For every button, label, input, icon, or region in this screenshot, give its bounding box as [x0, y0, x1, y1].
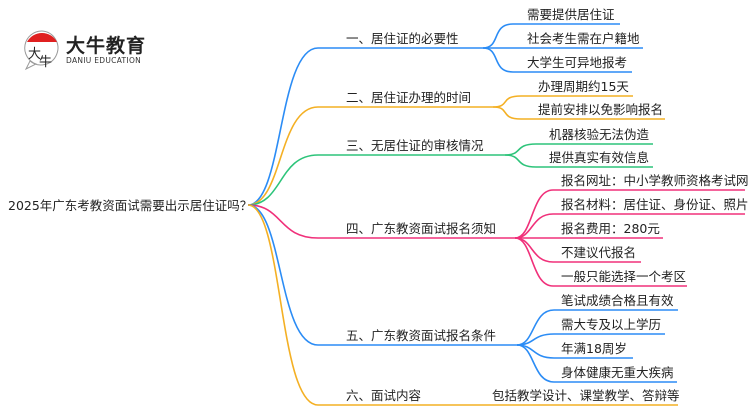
- leaf-topic: 社会考生需在户籍地: [527, 31, 640, 46]
- branch-line: [247, 154, 505, 206]
- leaf-topic: 报名材料：居住证、身份证、照片: [561, 197, 749, 212]
- logo-mark-icon: 大 牛: [24, 30, 59, 71]
- leaf-line: [516, 309, 678, 346]
- leaf-topic: 身体健康无重大疾病: [561, 365, 674, 380]
- branch-line: [247, 204, 517, 346]
- brand-name-en: DANIU EDUCATION: [66, 56, 142, 65]
- leaf-topic: 报名网址：中小学教师资格考试网: [561, 173, 749, 188]
- branch-line: [247, 204, 678, 406]
- leaf-line: [482, 23, 620, 49]
- branch-topic: 五、广东教资面试报名条件: [346, 328, 497, 343]
- brand-name: 大牛教育: [66, 35, 147, 57]
- leaf-topic: 办理周期约15天: [538, 79, 629, 94]
- leaf-line: [504, 154, 653, 168]
- branch-topic: 六、面试内容: [346, 388, 422, 403]
- branch-line: [247, 47, 483, 206]
- branch-topic: 一、居住证的必要性: [346, 31, 459, 46]
- leaf-line: [516, 344, 677, 383]
- leaf-topic: 年满18周岁: [561, 341, 627, 356]
- leaf-topic: 需大专及以上学历: [561, 317, 662, 332]
- leaf-topic: 报名费用：280元: [561, 221, 660, 236]
- leaf-line: [514, 189, 745, 239]
- leaf-topic: 机器核验无法伪造: [549, 127, 650, 142]
- leaf-topic: 一般只能选择一个考区: [561, 269, 687, 284]
- svg-text:牛: 牛: [39, 55, 52, 70]
- branch-line: [247, 106, 493, 206]
- svg-text:大: 大: [28, 47, 41, 62]
- logo: 大 牛 大牛教育 DANIU EDUCATION: [22, 28, 162, 72]
- leaf-topic: 提前安排以免影响报名: [538, 102, 664, 117]
- branch-topic: 四、广东教资面试报名须知: [346, 221, 497, 236]
- leaf-topic: 大学生可异地报考: [527, 55, 628, 70]
- leaf-line: [514, 213, 745, 239]
- leaf-line: [482, 47, 632, 73]
- leaf-line: [492, 106, 665, 120]
- leaf-topic: 笔试成绩合格且有效: [561, 293, 674, 308]
- branch-line: [247, 204, 515, 239]
- leaf-line: [514, 237, 687, 287]
- leaf-topic: 不建议代报名: [561, 245, 637, 260]
- leaf-topic: 包括教学设计、课堂教学、答辩等: [492, 388, 680, 403]
- leaf-topic: 需要提供居住证: [527, 7, 615, 22]
- branch-topic: 二、居住证办理的时间: [346, 90, 472, 105]
- branch-topic: 三、无居住证的审核情况: [346, 138, 484, 153]
- leaf-topic: 提供真实有效信息: [549, 150, 650, 165]
- root-topic: 2025年广东考教资面试需要出示居住证吗？: [8, 198, 253, 213]
